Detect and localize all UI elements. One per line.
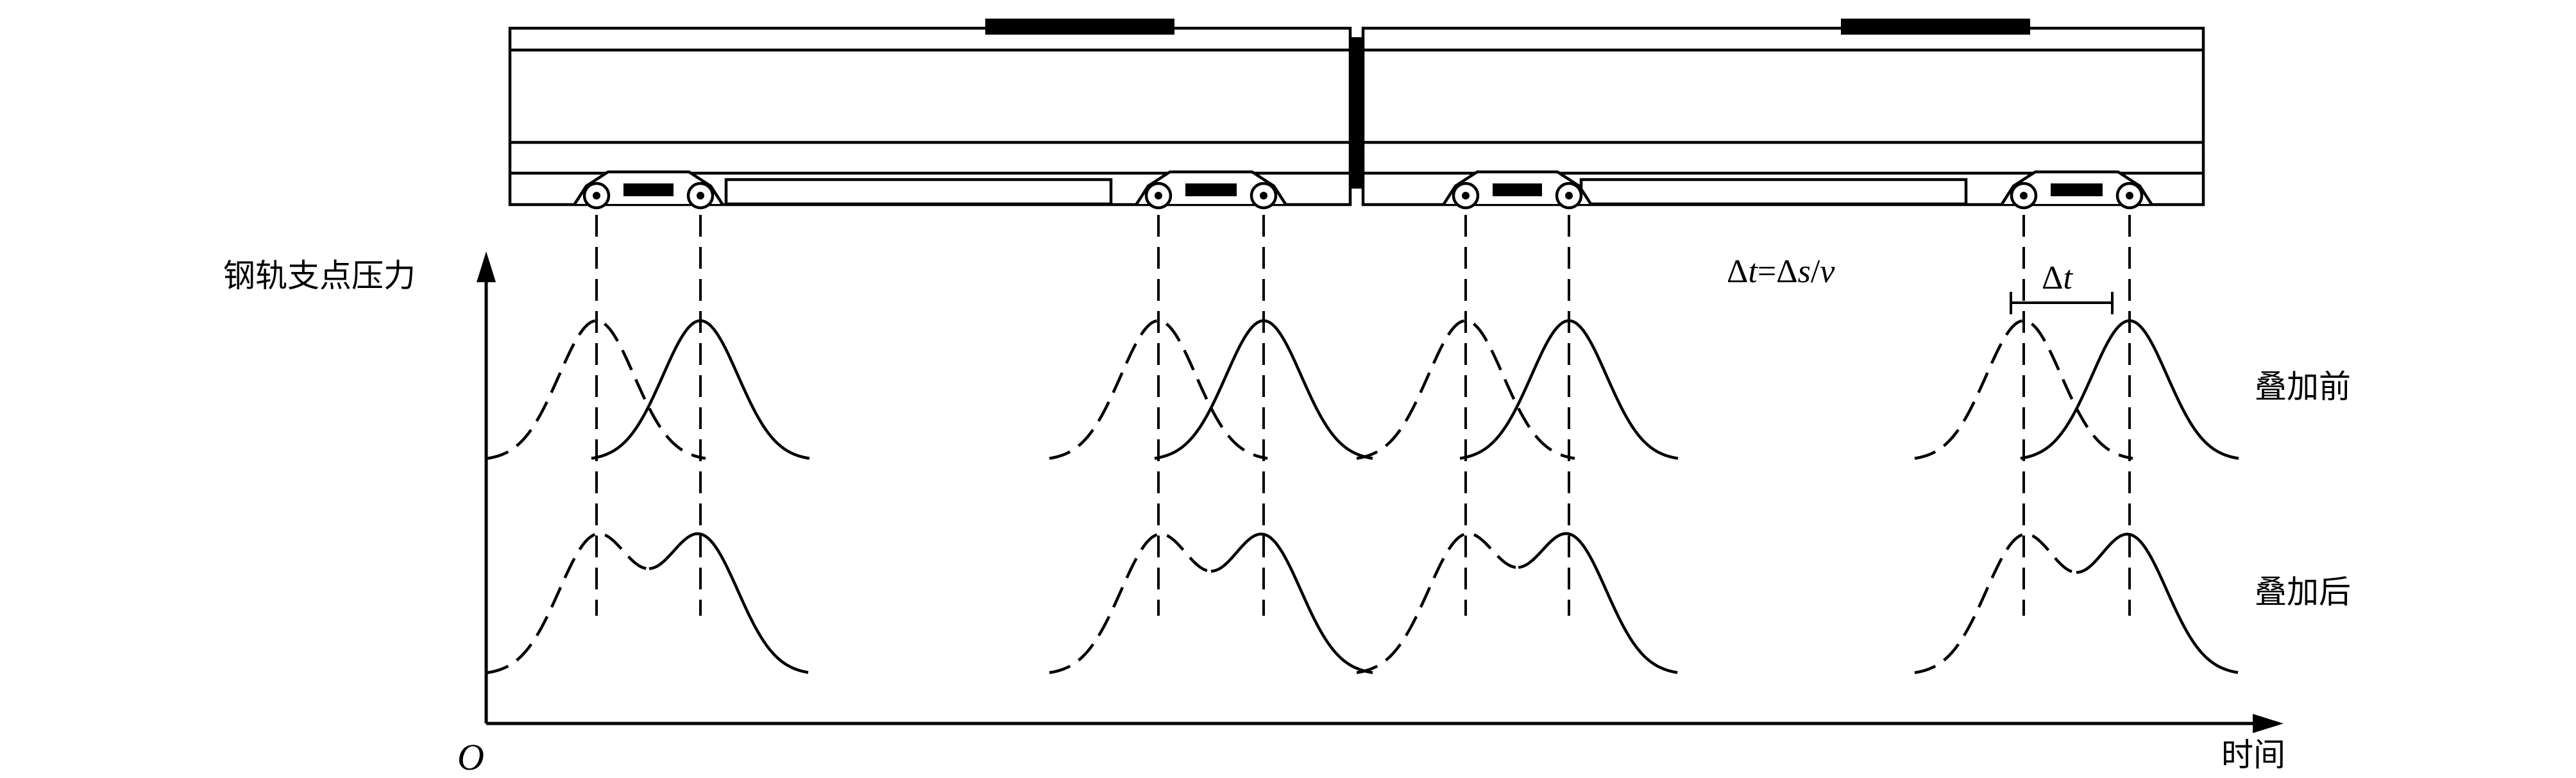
formula-t: t — [1748, 253, 1758, 290]
bogie-2 — [1135, 170, 1287, 210]
curve-before-front-axle — [487, 319, 706, 460]
bogie-spring — [2051, 183, 2103, 196]
curve-after-front-part — [1914, 532, 2077, 675]
y-axis-arrow — [477, 251, 496, 282]
wheel-hub — [1462, 192, 1470, 199]
bogie-spring — [1185, 183, 1237, 196]
formula-delta: Δ — [1727, 253, 1749, 290]
y-axis-label: 钢轨支点压力 — [223, 257, 416, 294]
curve-after-front-part — [1049, 532, 1212, 675]
curve-after-rear-part — [1518, 532, 1678, 674]
delta-t-formula: Δt=Δs/v — [1727, 255, 1835, 289]
row-label-after: 叠加后 — [2255, 573, 2351, 611]
wheel-hub — [593, 192, 600, 199]
curve-before-front-axle — [1914, 319, 2133, 460]
formula-v: v — [1820, 253, 1835, 290]
car-1-underframe-box — [724, 178, 1113, 206]
axes — [477, 251, 2284, 733]
curve-before-rear-axle — [591, 319, 810, 460]
wheel-hub — [2020, 192, 2028, 199]
x-axis-arrow — [2253, 714, 2284, 733]
curve-after-rear-part — [2076, 532, 2239, 674]
formula-equals: =Δ — [1757, 253, 1798, 290]
x-axis-label: 时间 — [2221, 736, 2285, 774]
delta-t-delta: Δ — [2042, 260, 2063, 296]
curve-after-front-part — [487, 532, 650, 675]
curve-after-front-part — [1356, 532, 1519, 675]
wheel-hub — [2126, 192, 2133, 199]
car-2-underframe-box — [1579, 178, 1968, 206]
pressure-curves — [487, 319, 2239, 675]
axle-guide-lines — [595, 215, 2131, 616]
bogie-spring — [623, 183, 674, 196]
origin-label: O — [457, 736, 484, 778]
curve-before-rear-axle — [2020, 319, 2239, 460]
curve-before-front-axle — [1356, 319, 1575, 460]
wheel-hub — [1260, 192, 1267, 199]
car-2-pantograph — [1841, 19, 2030, 35]
car-1-pantograph — [985, 19, 1174, 35]
curve-before-rear-axle — [1459, 319, 1679, 460]
delta-t-bracket — [2010, 292, 2114, 314]
bogie-1 — [573, 170, 724, 210]
curve-after-rear-part — [1210, 532, 1373, 675]
formula-s: s — [1797, 253, 1811, 290]
bogie-spring — [1493, 183, 1542, 196]
delta-t-t: t — [2063, 260, 2072, 296]
curve-before-front-axle — [1049, 319, 1268, 460]
curve-before-rear-axle — [1154, 319, 1373, 460]
formula-slash: / — [1810, 253, 1820, 290]
curve-after-rear-part — [648, 532, 809, 674]
bogie-3 — [1443, 170, 1592, 210]
wheel-hub — [1155, 192, 1162, 199]
bogie-4 — [2001, 170, 2153, 210]
bogies — [573, 170, 2153, 210]
delta-t-label: Δt — [2042, 262, 2072, 295]
train-car-1 — [508, 19, 1352, 207]
row-label-before: 叠加前 — [2255, 368, 2351, 405]
wheel-hub — [1565, 192, 1573, 199]
wheel-hub — [697, 192, 704, 199]
